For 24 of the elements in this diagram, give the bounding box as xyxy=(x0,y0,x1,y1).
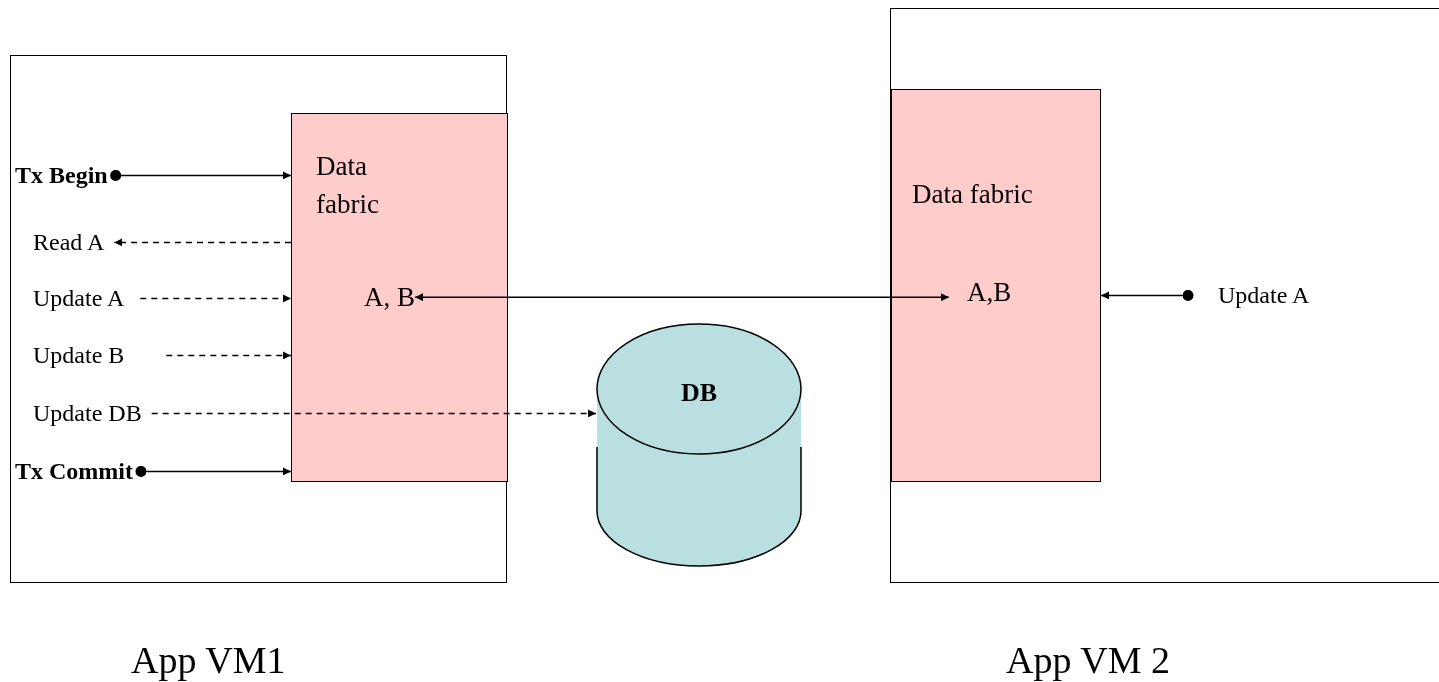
vm-title: App VM 2 xyxy=(1006,638,1170,682)
arrow xyxy=(414,293,950,302)
box-title: Data fabric xyxy=(912,178,1034,211)
box-title: Data fabric xyxy=(316,150,380,221)
step-label: Update A xyxy=(1218,281,1310,310)
step-label: Update DB xyxy=(33,399,142,428)
arrow xyxy=(135,465,292,477)
step-label: A,B xyxy=(967,276,1012,309)
vm-title: App VM1 xyxy=(131,638,286,682)
data-fabric-box xyxy=(891,89,1101,482)
arrow xyxy=(165,351,292,360)
arrow xyxy=(110,169,292,181)
step-label: Update A xyxy=(33,284,125,313)
arrow xyxy=(139,294,292,303)
data-fabric-box xyxy=(291,113,508,482)
step-label: Read A xyxy=(33,228,105,257)
arrow xyxy=(150,409,597,418)
step-label: A, B xyxy=(364,281,415,314)
step-label: Update B xyxy=(33,341,125,370)
database-label: DB xyxy=(679,378,719,408)
step-label: Tx Begin xyxy=(15,161,108,190)
arrow xyxy=(113,238,292,247)
arrow xyxy=(1100,289,1194,301)
step-label: Tx Commit xyxy=(15,457,133,486)
